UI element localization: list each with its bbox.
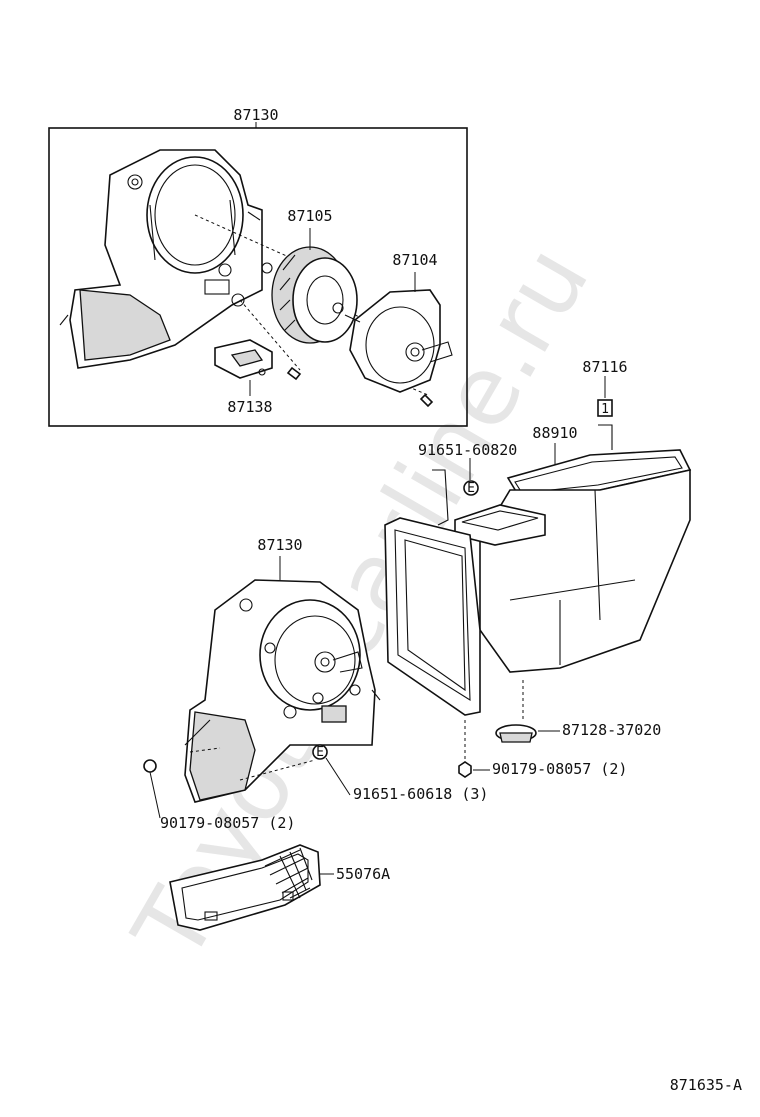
bracket-clip[interactable]: 1 (597, 399, 613, 417)
fan-wheel[interactable] (271, 246, 358, 344)
nut-right[interactable] (458, 761, 472, 778)
label-90179-08057-left[interactable]: 90179-08057 (2) (160, 814, 295, 832)
label-87104[interactable]: 87104 (392, 251, 437, 269)
blower-motor[interactable] (344, 289, 453, 393)
label-55076A[interactable]: 55076A (336, 865, 390, 883)
screw-lower-mark: E (316, 745, 324, 760)
blower-housing-lower[interactable] (184, 579, 381, 803)
label-87128-37020[interactable]: 87128-37020 (562, 721, 661, 739)
label-90179-08057-right[interactable]: 90179-08057 (2) (492, 760, 627, 778)
heater-housing[interactable] (384, 424, 692, 716)
blower-resistor[interactable] (214, 339, 273, 379)
diagram-id: 871635-A (670, 1076, 742, 1094)
nut-left[interactable] (143, 759, 157, 773)
motor-screw (419, 393, 434, 408)
label-87138[interactable]: 87138 (227, 398, 272, 416)
label-87105[interactable]: 87105 (287, 207, 332, 225)
label-91651-60618[interactable]: 91651-60618 (3) (353, 785, 488, 803)
blower-housing-top[interactable] (59, 149, 273, 369)
label-87130-top[interactable]: 87130 (233, 106, 278, 124)
drain-plug[interactable] (495, 724, 537, 743)
assembly-frame (48, 127, 468, 427)
screw-upper-mark: E (467, 481, 475, 496)
resistor-screw (286, 366, 302, 381)
label-88910[interactable]: 88910 (532, 424, 577, 442)
bracket-mark: 1 (601, 402, 609, 417)
label-87130-lower[interactable]: 87130 (257, 536, 302, 554)
air-filter[interactable] (169, 844, 321, 931)
label-87116[interactable]: 87116 (582, 358, 627, 376)
label-91651-60820[interactable]: 91651-60820 (418, 441, 517, 459)
